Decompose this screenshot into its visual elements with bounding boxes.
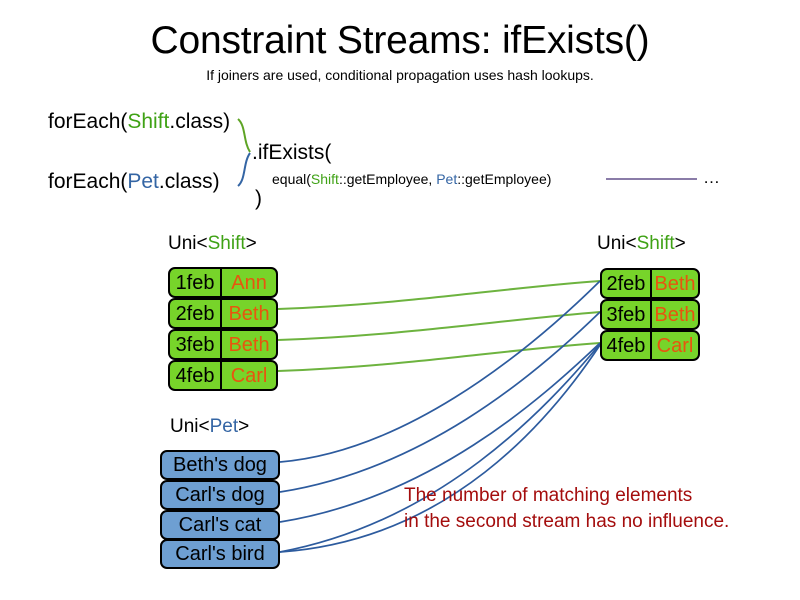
fact-employee: Beth (228, 302, 270, 325)
code-equal-right-method: ::getEmployee) (457, 171, 552, 187)
fact-employee: Beth (654, 272, 696, 295)
fact-date: 1feb (170, 269, 223, 296)
label-uni-shift-right: Uni<Shift> (597, 232, 686, 255)
code-foreach-pet-type: Pet (127, 170, 159, 193)
fact-pet-row[interactable]: Carl's dog (160, 480, 280, 510)
brace-upper-green (237, 118, 251, 153)
label-left-suffix: > (245, 233, 257, 254)
label-left-prefix: Uni< (168, 233, 208, 254)
fact-shift-left-row[interactable]: 3feb Beth (168, 329, 278, 360)
fact-date: 4feb (602, 332, 652, 359)
code-close-paren: ) (255, 187, 262, 210)
code-equal-left-method: ::getEmployee, (338, 171, 437, 187)
code-ellipsis: … (703, 168, 720, 187)
fact-pet-row[interactable]: Carl's bird (160, 539, 280, 569)
annotation-note: The number of matching elements in the s… (404, 483, 774, 535)
code-equal-right-type: Pet (436, 171, 458, 187)
fact-shift-left-row[interactable]: 1feb Ann (168, 267, 278, 298)
green-wire-4feb (277, 342, 601, 372)
code-ifexists-call: .ifExists( (252, 141, 332, 164)
code-foreach-pet-suffix: .class) (158, 170, 220, 193)
fact-employee: Carl (230, 364, 268, 387)
fact-pet-row[interactable]: Beth's dog (160, 450, 280, 480)
page-title: Constraint Streams: ifExists() (150, 19, 650, 62)
page-subtitle: If joiners are used, conditional propaga… (206, 67, 594, 83)
label-left-type: Shift (207, 233, 246, 254)
code-foreach-shift-suffix: .class) (169, 110, 231, 133)
label-pet-prefix: Uni< (170, 416, 210, 437)
label-uni-shift-left: Uni<Shift> (168, 232, 257, 255)
label-pet-type: Pet (209, 416, 239, 437)
label-uni-pet: Uni<Pet> (170, 415, 249, 438)
fact-shift-right-row[interactable]: 2feb Beth (600, 268, 700, 299)
fact-employee: Ann (231, 271, 267, 294)
fact-shift-right-row[interactable]: 3feb Beth (600, 299, 700, 330)
fact-pet-label: Carl's cat (178, 514, 262, 536)
code-equal-prefix: equal( (272, 171, 311, 187)
fact-date: 2feb (602, 270, 652, 297)
fact-date: 3feb (170, 331, 223, 358)
fact-pet-row[interactable]: Carl's cat (160, 510, 280, 540)
green-match-wires (277, 280, 601, 372)
fact-shift-right-row[interactable]: 4feb Carl (600, 330, 700, 361)
fact-shift-left-row[interactable]: 4feb Carl (168, 360, 278, 391)
fact-pet-label: Beth's dog (173, 454, 267, 476)
blue-wire-beths-dog (279, 280, 601, 463)
fact-shift-left-row[interactable]: 2feb Beth (168, 298, 278, 329)
code-equal-left-type: Shift (310, 171, 339, 187)
label-right-type: Shift (636, 233, 675, 254)
annotation-line-1: The number of matching elements (404, 485, 693, 506)
green-wire-3feb (277, 311, 601, 341)
fact-employee: Beth (228, 333, 270, 356)
green-wire-2feb (277, 280, 601, 310)
fact-employee: Carl (656, 334, 694, 357)
code-foreach-pet-prefix: forEach( (48, 170, 128, 193)
code-equal-joiner: equal(Shift::getEmployee, Pet::getEmploy… (272, 170, 551, 188)
fact-date: 4feb (170, 362, 223, 389)
code-foreach-shift-prefix: forEach( (48, 110, 128, 133)
label-pet-suffix: > (238, 416, 250, 437)
label-right-suffix: > (674, 233, 686, 254)
brace-connector (237, 118, 251, 187)
blue-wire-carls-dog (279, 311, 601, 493)
fact-pet-label: Carl's dog (175, 484, 265, 506)
code-foreach-pet: forEach(Pet.class) (48, 169, 220, 194)
label-right-prefix: Uni< (597, 233, 637, 254)
code-foreach-shift: forEach(Shift.class) (48, 109, 230, 134)
code-foreach-shift-type: Shift (127, 110, 170, 133)
fact-date: 3feb (602, 301, 652, 328)
fact-employee: Beth (654, 303, 696, 326)
fact-pet-label: Carl's bird (175, 543, 265, 565)
annotation-line-2: in the second stream has no influence. (404, 511, 730, 532)
fact-date: 2feb (170, 300, 223, 327)
brace-lower-blue (237, 152, 251, 187)
